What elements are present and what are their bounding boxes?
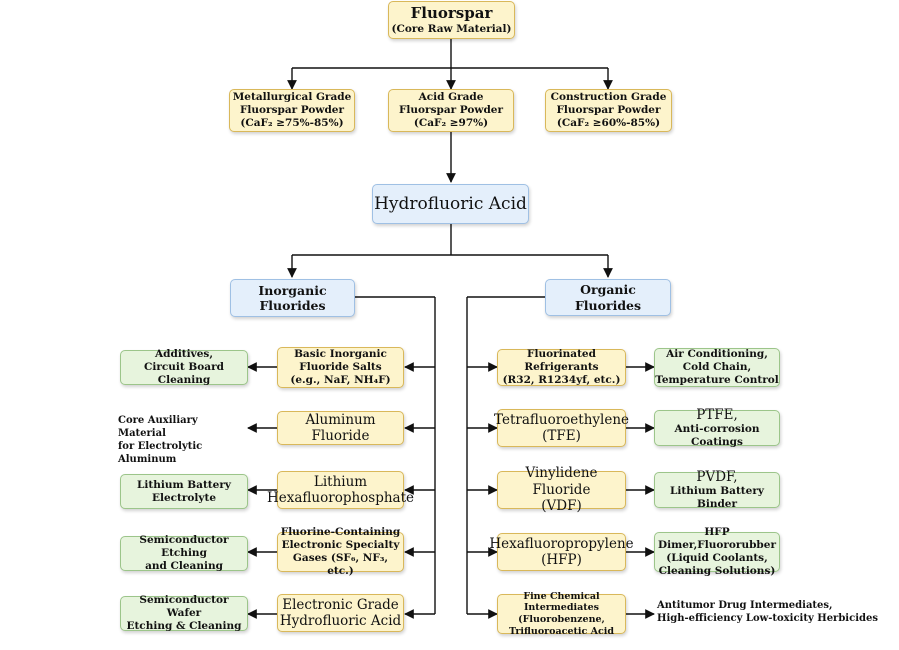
- fluorspar-node: Fluorspar (Core Raw Material): [388, 1, 515, 39]
- node-line: (CaF₂ ≥60%-85%): [556, 116, 661, 129]
- node-line: Cleaning Solutions): [658, 564, 776, 577]
- organic-fluorides-node: Organic Fluorides: [545, 279, 671, 316]
- application-hfp-dimer-node: HFP Dimer,Fluororubber (Liquid Coolants,…: [654, 526, 780, 577]
- node-line: Fluorspar Powder: [398, 104, 504, 117]
- fine-chemical-intermediates-node: Fine Chemical Intermediates (Fluorobenze…: [497, 590, 626, 637]
- node-line: Fluoride Salts: [299, 361, 382, 374]
- node-line: for Electrolytic Aluminum: [118, 441, 203, 465]
- construction-grade-node: Construction Grade Fluorspar Powder (CaF…: [545, 89, 672, 132]
- node-line: Temperature Control: [655, 373, 779, 386]
- node-line: Tetrafluoroethylene: [494, 411, 630, 428]
- node-line: High-efficiency Low-toxicity Herbicides: [657, 613, 878, 624]
- node-line: (HFP): [541, 552, 582, 568]
- node-line: Fluorinated Refrigerants: [524, 348, 599, 374]
- vinylidene-fluoride-node: Vinylidene Fluoride (VDF): [497, 465, 626, 514]
- application-electrolytic-aluminum-text: Core Auxiliary Material for Electrolytic…: [118, 414, 248, 466]
- node-line: (R32, R1234yf, etc.): [502, 373, 621, 386]
- node-line: Hydrofluoric Acid: [374, 193, 527, 214]
- lithium-hexafluorophosphate-node: Lithium Hexafluorophosphate: [267, 471, 414, 509]
- node-line: Basic Inorganic: [294, 348, 387, 361]
- node-line: PTFE,: [696, 406, 738, 423]
- node-line: Air Conditioning,: [666, 348, 768, 361]
- node-line: (Fluorobenzene,: [518, 614, 605, 625]
- node-line: Etching & Cleaning: [126, 619, 242, 632]
- node-line: (e.g., NaF, NH₄F): [290, 373, 391, 386]
- node-line: and Cleaning: [145, 559, 223, 572]
- metallurgical-grade-node: Metallurgical Grade Fluorspar Powder (Ca…: [229, 89, 355, 132]
- fluorspar-subtitle: (Core Raw Material): [391, 22, 512, 35]
- application-battery-electrolyte-node: Lithium Battery Electrolyte: [120, 474, 248, 509]
- node-line: Electrolyte: [151, 491, 217, 504]
- node-line: Semiconductor Etching: [139, 534, 229, 560]
- application-additives-node: Additives, Circuit Board Cleaning: [120, 348, 248, 386]
- node-line: Hexafluorophosphate: [266, 490, 415, 506]
- node-line: Lithium: [313, 473, 368, 490]
- node-line: Electronic Specialty: [281, 539, 400, 552]
- node-line: Organic Fluorides: [574, 282, 642, 313]
- node-line: Fluorspar Powder: [556, 104, 661, 117]
- aluminum-fluoride-node: Aluminum Fluoride: [277, 411, 404, 445]
- node-line: (CaF₂ ≥75%-85%): [240, 116, 344, 129]
- node-line: Inorganic Fluorides: [258, 282, 327, 313]
- node-line: Fine Chemical: [523, 590, 600, 602]
- node-line: PVDF,: [696, 468, 738, 485]
- node-line: Electronic Grade: [282, 596, 399, 613]
- node-line: Vinylidene Fluoride: [525, 465, 598, 498]
- node-line: Lithium Battery Binder: [670, 485, 764, 511]
- node-line: Core Auxiliary Material: [118, 415, 198, 439]
- basic-inorganic-salts-node: Basic Inorganic Fluoride Salts (e.g., Na…: [277, 347, 404, 388]
- node-line: (Liquid Coolants,: [666, 552, 768, 564]
- node-line: Antitumor Drug Intermediates,: [657, 600, 833, 611]
- node-line: Semiconductor Wafer: [139, 594, 229, 620]
- application-ptfe-node: PTFE, Anti-corrosion Coatings: [654, 406, 780, 449]
- electronic-specialty-gases-node: Fluorine-Containing Electronic Specialty…: [277, 526, 404, 577]
- acid-grade-node: Acid Grade Fluorspar Powder (CaF₂ ≥97%): [388, 89, 514, 132]
- fluorinated-refrigerants-node: Fluorinated Refrigerants (R32, R1234yf, …: [497, 348, 626, 386]
- node-line: Hexafluoropropylene: [489, 535, 634, 552]
- node-line: (CaF₂ ≥97%): [413, 116, 489, 129]
- application-wafer-etching-node: Semiconductor Wafer Etching & Cleaning: [120, 594, 248, 632]
- node-line: Fluorspar Powder: [239, 104, 345, 117]
- node-line: Metallurgical Grade: [232, 91, 352, 104]
- node-line: Acid Grade: [418, 91, 484, 104]
- node-line: (VDF): [541, 498, 582, 515]
- hydrofluoric-acid-node: Hydrofluoric Acid: [372, 184, 529, 224]
- node-line: HFP Dimer,Fluororubber: [658, 526, 776, 552]
- fluorspar-title: Fluorspar: [410, 4, 493, 23]
- node-line: Circuit Board Cleaning: [144, 361, 224, 386]
- node-line: Additives,: [154, 348, 213, 361]
- inorganic-fluorides-node: Inorganic Fluorides: [230, 279, 355, 317]
- node-line: (TFE): [542, 428, 581, 444]
- node-line: Hydrofluoric Acid: [279, 613, 402, 629]
- node-line: Cold Chain,: [682, 361, 752, 374]
- node-line: Lithium Battery: [137, 478, 231, 491]
- node-line: Aluminum Fluoride: [305, 411, 376, 444]
- tetrafluoroethylene-node: Tetrafluoroethylene (TFE): [494, 409, 630, 447]
- node-line: Intermediates: [523, 602, 600, 614]
- node-line: Anti-corrosion Coatings: [674, 423, 760, 449]
- application-air-conditioning-node: Air Conditioning, Cold Chain, Temperatur…: [654, 348, 780, 387]
- node-line: Fluorine-Containing: [280, 526, 401, 539]
- node-line: Construction Grade: [550, 91, 667, 104]
- application-semiconductor-etching-node: Semiconductor Etching and Cleaning: [120, 534, 248, 572]
- application-antitumor-text: Antitumor Drug Intermediates, High-effic…: [657, 599, 892, 625]
- hexafluoropropylene-node: Hexafluoropropylene (HFP): [489, 533, 634, 571]
- application-pvdf-node: PVDF, Lithium Battery Binder: [654, 468, 780, 511]
- electronic-grade-hf-node: Electronic Grade Hydrofluoric Acid: [277, 594, 404, 632]
- node-line: Gases (SF₆, NF₃, etc.): [292, 552, 389, 577]
- node-line: Trifluoroacetic Acid: [509, 625, 614, 637]
